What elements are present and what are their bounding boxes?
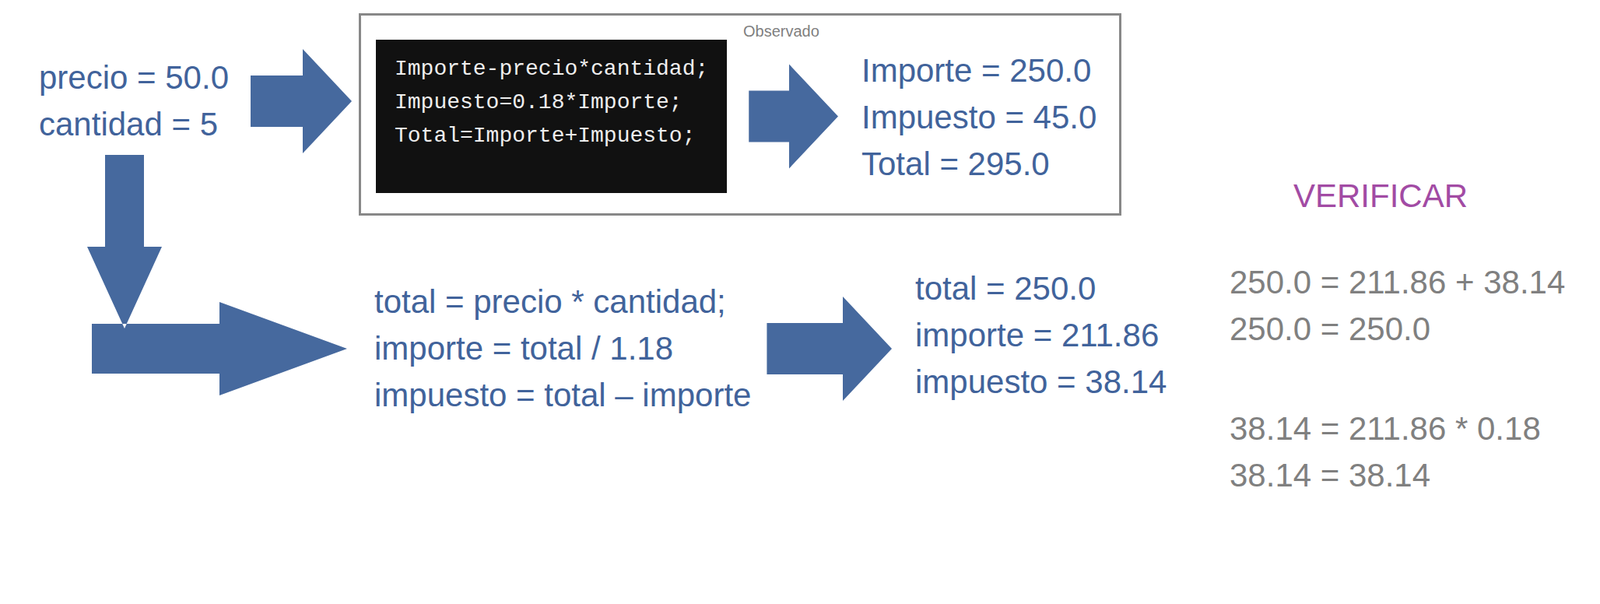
block-arrow <box>87 154 348 396</box>
statement-text: Total = 295.0 <box>861 140 1097 188</box>
observed-result: Importe = 250.0Impuesto = 45.0Total = 29… <box>861 47 1097 188</box>
block-arrow <box>748 64 839 169</box>
statement-text: precio = 50.0 <box>38 54 229 102</box>
computed-result: total = 250.0importe = 211.86impuesto = … <box>915 265 1167 406</box>
check-equation: 250.0 = 250.0 <box>1229 305 1431 353</box>
statement-text: total = precio * cantidad; <box>374 278 751 326</box>
statement-text: importe = total / 1.18 <box>374 325 751 372</box>
statement-text: Impuesto = 45.0 <box>861 94 1097 141</box>
input-values: precio = 50.0cantidad = 5 <box>38 54 229 148</box>
check-equation: 38.14 = 38.14 <box>1229 452 1431 499</box>
block-arrow <box>766 296 892 401</box>
check-equation: 250.0 = 211.86 + 38.14 <box>1229 259 1565 306</box>
statement-text: impuesto = 38.14 <box>915 358 1167 406</box>
statement-text: importe = 211.86 <box>915 312 1167 359</box>
code-line: Impuesto=0.18*Importe; <box>394 85 709 120</box>
verify-heading: VERIFICAR <box>1293 172 1468 220</box>
formula-block: total = precio * cantidad;importe = tota… <box>374 278 751 419</box>
code-line: Total=Importe+Impuesto; <box>394 119 709 153</box>
frame-heading: Observado <box>743 21 820 41</box>
code-line: Importe-precio*cantidad; <box>394 52 709 86</box>
statement-text: Importe = 250.0 <box>861 47 1097 95</box>
block-arrow <box>250 49 352 154</box>
observed-frame: ObservadoImporte-precio*cantidad;Impuest… <box>358 13 1122 216</box>
statement-text: total = 250.0 <box>915 265 1167 313</box>
statement-text: cantidad = 5 <box>38 101 229 148</box>
statement-text: impuesto = total – importe <box>374 371 751 419</box>
code-screenshot: Importe-precio*cantidad;Impuesto=0.18*Im… <box>375 39 727 193</box>
check-equation: 38.14 = 211.86 * 0.18 <box>1229 405 1541 453</box>
